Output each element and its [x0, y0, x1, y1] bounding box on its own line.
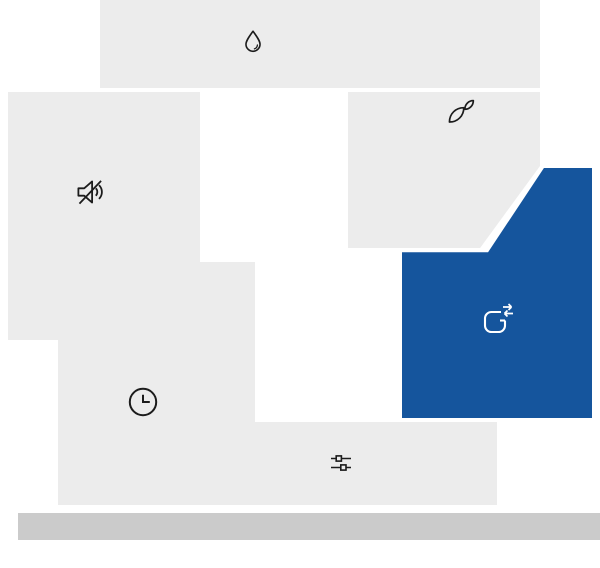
speaker-muted-icon [77, 180, 103, 205]
tile-sliders[interactable] [200, 422, 497, 505]
leaf-icon [448, 99, 475, 123]
bottom-drawer-bar[interactable] [18, 513, 600, 540]
faucet-sync-icon [483, 303, 513, 334]
water-drop-icon [245, 30, 261, 53]
tile-water-drop[interactable] [100, 0, 540, 88]
sliders-icon [331, 455, 351, 471]
clock-icon [128, 387, 158, 417]
